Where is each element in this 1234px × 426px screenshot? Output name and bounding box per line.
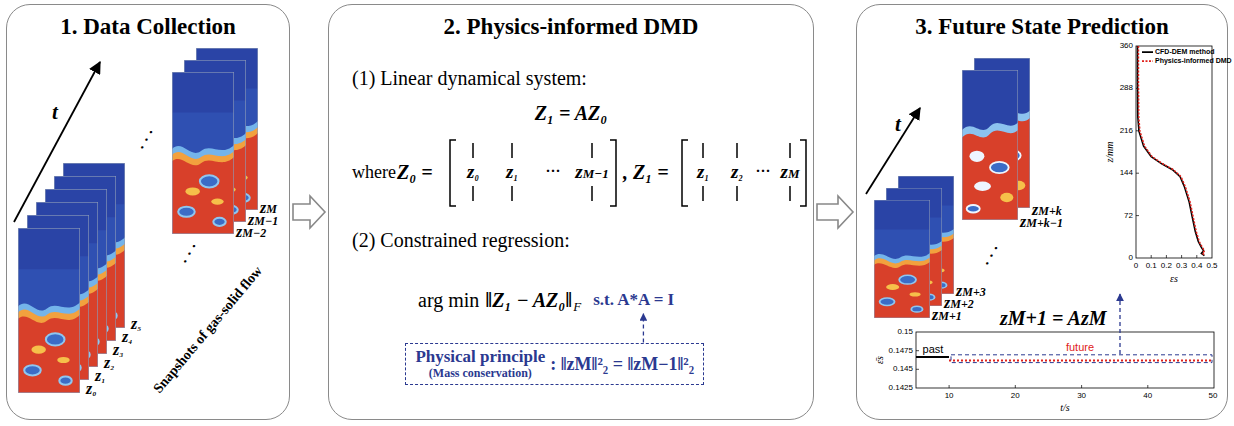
- snapshot-label: z₄: [122, 328, 132, 346]
- equation-text: Z₁ = AZ₀: [535, 102, 607, 125]
- legend-item: Physics-informed DMD: [1142, 57, 1232, 65]
- axis-tick: 40: [1143, 391, 1152, 400]
- ellipsis-mark: · · ·: [134, 126, 160, 154]
- axis-title: ε̄s: [874, 356, 886, 364]
- flow-arrow: [293, 196, 325, 228]
- constraint-text: (Mass conservation): [429, 367, 532, 381]
- equation-text: Z₀ =: [397, 161, 433, 184]
- axis-tick: 0.5: [1206, 261, 1217, 270]
- series-note: future: [1064, 341, 1096, 354]
- axis-tick: 30: [1077, 391, 1086, 400]
- matrix-bracket: [450, 140, 806, 206]
- axis-tick: 0: [1134, 261, 1138, 270]
- equation-text: zM+1 = AzM: [1000, 307, 1107, 330]
- step-text: (2) Constrained regression:: [352, 229, 570, 252]
- snapshot-label: zM−2: [236, 223, 266, 241]
- mean-chart: [916, 294, 1214, 388]
- constraint-text: : ‖zM‖²₂ = ‖zM−1‖²₂: [550, 354, 694, 375]
- step-text: arg min: [418, 289, 479, 312]
- snapshot-label: z₅: [131, 315, 141, 333]
- axis-tick: 0.3: [1176, 261, 1187, 270]
- step-text: (1) Linear dynamical system:: [352, 67, 587, 90]
- legend-sample: [1142, 59, 1153, 63]
- profile-chart: [1136, 46, 1212, 258]
- ellipsis-mark: ···: [545, 163, 560, 180]
- matrix-entry: z₁: [697, 161, 709, 183]
- axis-tick: 0: [1129, 253, 1133, 262]
- axis-tick: 0.15: [897, 327, 913, 336]
- axis-tick: 0.4: [1191, 261, 1202, 270]
- snapshot-label: z₃: [113, 341, 123, 359]
- legend-text: CFD-DEM method: [1155, 48, 1215, 56]
- matrix-entry: zM−1: [575, 161, 608, 183]
- norm-subscript: F: [573, 300, 581, 315]
- ellipsis-mark: ···: [755, 163, 770, 180]
- constraint-leader: [643, 314, 644, 343]
- axis-tick: 0.1: [1146, 261, 1157, 270]
- snapshot-stack: [18, 48, 1030, 393]
- series-note: past: [923, 343, 944, 356]
- axis-tick: 0.1425: [889, 383, 913, 392]
- flow-arrow: [817, 196, 853, 228]
- axis-tick: 360: [1120, 41, 1133, 50]
- axis-title: z/mm: [1104, 141, 1116, 162]
- snapshot-label: zM+1: [932, 306, 962, 324]
- ellipsis-mark: · · ·: [979, 242, 1005, 270]
- stage-panel: 1. Data Collection: [6, 4, 290, 420]
- time-label: t: [52, 100, 58, 124]
- panel-title: 1. Data Collection: [7, 14, 289, 40]
- legend-text: Physics-informed DMD: [1155, 57, 1232, 65]
- legend-item: CFD-DEM method: [1142, 48, 1215, 56]
- snapshot-label: z₁: [95, 367, 105, 385]
- legend-sample: [1142, 50, 1153, 54]
- axis-tick: 0.145: [893, 365, 913, 374]
- stage-panel: 2. Physics-informed DMD Physical principl…: [328, 4, 814, 420]
- axis-title: t/s: [1060, 402, 1069, 414]
- axis-tick: 144: [1120, 169, 1133, 178]
- axis-tick: 216: [1120, 126, 1133, 135]
- constraint-text: s.t. A*A = I: [593, 290, 674, 310]
- axis-tick: 50: [1209, 391, 1218, 400]
- constraint-box: Physical principle(Mass conservation) : ‖…: [405, 343, 704, 384]
- axis-tick: 10: [945, 391, 954, 400]
- axis-tick: 0.2: [1161, 261, 1172, 270]
- snapshot-label: zM+k−1: [1020, 213, 1063, 231]
- axis-tick: 288: [1120, 84, 1133, 93]
- time-label: t: [895, 112, 901, 136]
- time-arrow: [14, 62, 920, 222]
- equation-text: , Z₁ =: [623, 161, 669, 184]
- constraint-text: Physical principle: [415, 347, 545, 367]
- matrix-entry: z₁: [506, 161, 518, 183]
- axis-tick: 0.1475: [889, 346, 913, 355]
- leader-arrow: [643, 314, 644, 343]
- matrix-entry: z₂: [731, 161, 743, 183]
- axis-title: εs: [1170, 273, 1178, 285]
- axis-tick: 72: [1124, 211, 1133, 220]
- step-text: where: [352, 162, 396, 183]
- stack-caption: Snapshots of gas-solid flow: [150, 263, 266, 396]
- snapshot-label: z₂: [104, 354, 114, 372]
- matrix-entry: z₀: [467, 161, 479, 183]
- matrix-entry: zM: [781, 161, 800, 183]
- axis-tick: 20: [1011, 391, 1020, 400]
- snapshot-label: z₀: [86, 380, 96, 398]
- panel-title: 2. Physics-informed DMD: [329, 14, 813, 40]
- panel-title: 3. Future State Prediction: [857, 14, 1227, 40]
- equation-text: ‖Z₁ − AZ₀‖: [485, 289, 572, 312]
- ellipsis-mark: · · ·: [177, 240, 203, 268]
